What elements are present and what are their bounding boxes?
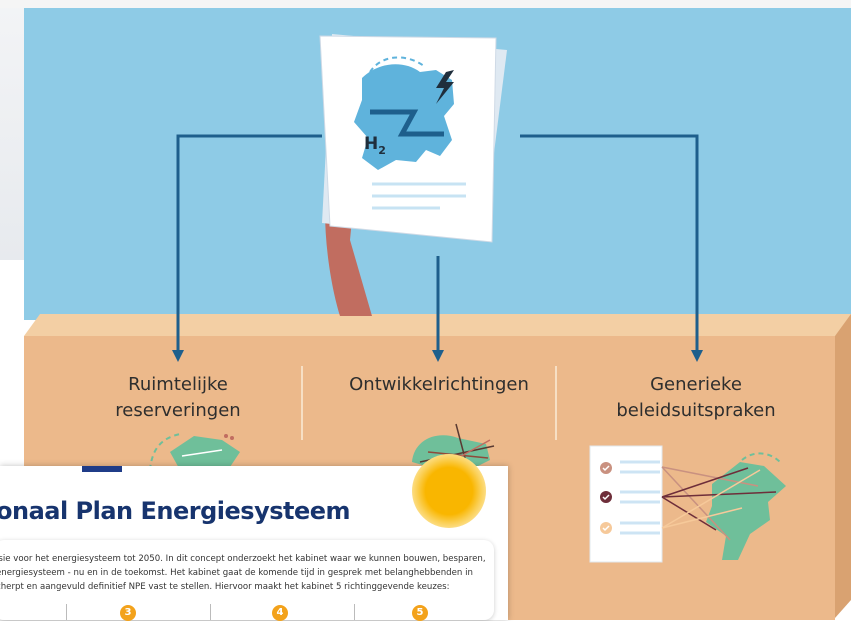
intro-text-box: isie voor het energiesysteem tot 2050. I… bbox=[0, 540, 494, 620]
step-badge-3: 3 bbox=[120, 605, 136, 621]
card-tab-marker bbox=[82, 466, 122, 472]
step-divider bbox=[354, 604, 355, 620]
category-spatial-reservations: Ruimtelijke reserveringen bbox=[98, 372, 258, 424]
category-label-line2: beleidsuitspraken bbox=[616, 400, 776, 421]
category-label-line1: Generieke bbox=[650, 374, 742, 395]
category-label-line2: reserveringen bbox=[115, 400, 241, 421]
plan-document bbox=[319, 34, 507, 243]
category-generic-policy-statements: Generieke beleidsuitspraken bbox=[596, 372, 796, 424]
step-badge-5: 5 bbox=[412, 605, 428, 621]
intro-line-1: isie voor het energiesysteem tot 2050. I… bbox=[0, 554, 486, 564]
intro-line-3: cherpt en aangevuld definitief NPE vast … bbox=[0, 582, 450, 592]
intro-line-2: energiesysteem - nu en in de toekomst. H… bbox=[0, 568, 473, 578]
category-label-line1: Ontwikkelrichtingen bbox=[349, 374, 529, 395]
category-development-directions: Ontwikkelrichtingen bbox=[334, 372, 544, 398]
h2-label: H2 bbox=[364, 134, 386, 157]
policy-statements-icon bbox=[589, 445, 786, 563]
category-label-line1: Ruimtelijke bbox=[128, 374, 228, 395]
arrow-heads bbox=[172, 350, 703, 362]
step-divider bbox=[210, 604, 211, 620]
connector-arrows bbox=[176, 134, 699, 352]
step-badge-4: 4 bbox=[272, 605, 288, 621]
plan-title: onaal Plan Energiesysteem bbox=[0, 497, 351, 525]
step-divider bbox=[66, 604, 67, 620]
sun-icon bbox=[412, 454, 486, 528]
top-strip bbox=[0, 0, 851, 8]
